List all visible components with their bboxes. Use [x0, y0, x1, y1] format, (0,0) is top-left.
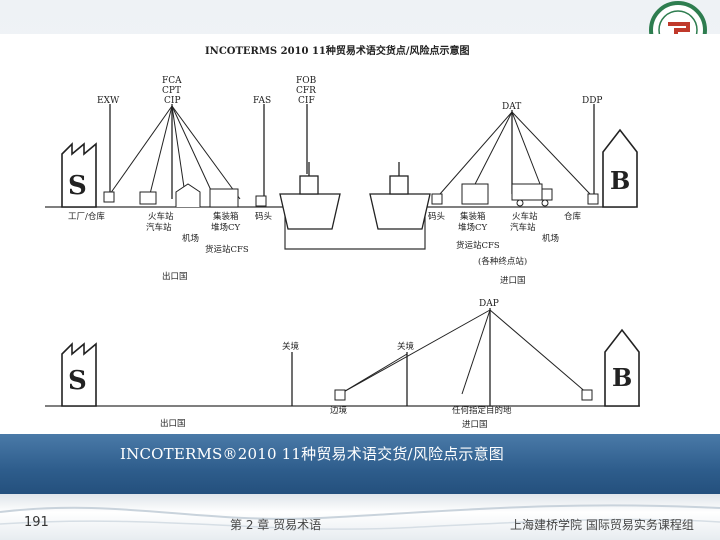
svg-text:S: S [68, 366, 87, 396]
svg-text:堆场CY: 堆场CY [211, 222, 241, 233]
svg-text:火车站: 火车站 [148, 211, 174, 222]
term-fob: FOB [296, 76, 317, 86]
svg-text:码头: 码头 [428, 211, 446, 222]
term-fas: FAS [253, 96, 271, 106]
svg-text:汽车站: 汽车站 [146, 222, 172, 233]
svg-text:B: B [612, 363, 632, 392]
svg-text:汽车站: 汽车站 [510, 222, 536, 233]
term-cfr: CFR [296, 86, 316, 96]
footer-wave [0, 504, 720, 530]
svg-text:任何指定目的地: 任何指定目的地 [452, 405, 512, 416]
svg-text:集装箱: 集装箱 [460, 211, 486, 222]
svg-text:关境: 关境 [397, 341, 415, 352]
seller-factory-bottom: S [61, 342, 97, 407]
svg-text:货运站CFS: 货运站CFS [456, 240, 500, 251]
term-ddp: DDP [582, 96, 603, 106]
buyer-house-bottom: B [604, 328, 640, 407]
export-country-top: 出口国 [162, 271, 188, 282]
svg-text:B: B [610, 166, 630, 195]
import-country-bottom: 进口国 [462, 420, 488, 430]
diagram-header: INCOTERMS 2010 11种贸易术语交货点/风险点示意图 [205, 44, 470, 57]
term-cpt: CPT [162, 86, 181, 96]
term-cip: CIP [164, 96, 181, 106]
svg-text:机场: 机场 [182, 233, 199, 244]
svg-text:机场: 机场 [542, 233, 559, 244]
footer-bar [0, 494, 720, 540]
slide-caption: INCOTERMS®2010 11种贸易术语交货/风险点示意图 [120, 445, 504, 463]
seller-factory-top: S [61, 142, 97, 208]
truck [511, 183, 553, 207]
svg-text:堆场CY: 堆场CY [458, 222, 488, 233]
term-dat: DAT [502, 102, 521, 112]
term-fca: FCA [162, 76, 182, 86]
ship-right [369, 162, 431, 230]
svg-text:工厂/仓库: 工厂/仓库 [68, 211, 105, 222]
term-dap: DAP [479, 299, 499, 309]
ship-left [279, 162, 341, 230]
export-country-bottom: 出口国 [160, 418, 186, 429]
svg-text:码头: 码头 [255, 211, 273, 222]
svg-text:边境: 边境 [330, 405, 348, 416]
svg-text:火车站: 火车站 [512, 211, 538, 222]
buyer-house-top: B [602, 128, 638, 208]
svg-text:S: S [68, 171, 87, 201]
water [284, 207, 426, 250]
incoterms-diagram: INCOTERMS 2010 11种贸易术语交货点/风险点示意图 S B [0, 34, 720, 434]
svg-text:(各种终点站): (各种终点站) [478, 256, 527, 267]
svg-text:货运站CFS: 货运站CFS [205, 244, 249, 255]
school-label: 上海建桥学院 国际贸易实务课程组 [510, 518, 694, 532]
caption-bar [0, 434, 720, 494]
page-number: 191 [24, 515, 49, 530]
svg-text:仓库: 仓库 [564, 211, 582, 222]
svg-text:集装箱: 集装箱 [213, 211, 239, 222]
import-country-top: 进口国 [500, 276, 526, 286]
svg-text:关境: 关境 [282, 341, 300, 352]
term-exw: EXW [97, 96, 120, 106]
chapter-label: 第 2 章 贸易术语 [230, 518, 322, 532]
term-cif: CIF [298, 96, 315, 106]
